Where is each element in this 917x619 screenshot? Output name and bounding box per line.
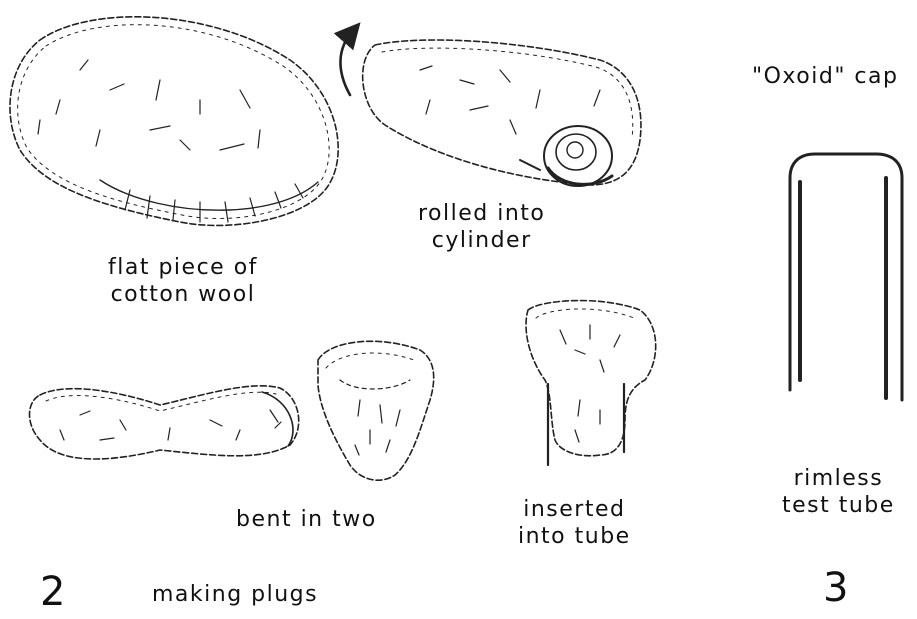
folded-plug-icon: [318, 341, 434, 480]
label-flat-piece-of-cotton-wool: flat piece of cotton wool: [108, 254, 258, 308]
label-rolled-into-cylinder: rolled into cylinder: [418, 200, 545, 254]
flat-cotton-wool-icon: [10, 17, 338, 226]
label-oxoid-cap: "Oxoid" cap: [752, 63, 898, 90]
curved-arrow-icon: [340, 32, 352, 95]
figure-number-right: 3: [823, 566, 848, 610]
oxoid-cap-icon: [790, 154, 902, 400]
label-inserted-into-tube: inserted into tube: [518, 496, 631, 550]
figure-number-left: 2: [40, 570, 65, 614]
rolled-cotton-cylinder-icon: [363, 40, 641, 186]
bent-cotton-wool-icon: [30, 386, 299, 459]
label-bent-in-two: bent in two: [236, 506, 377, 533]
figure-caption: making plugs: [152, 582, 318, 607]
label-rimless-test-tube: rimless test tube: [782, 465, 895, 519]
plug-in-tube-icon: [526, 301, 656, 465]
